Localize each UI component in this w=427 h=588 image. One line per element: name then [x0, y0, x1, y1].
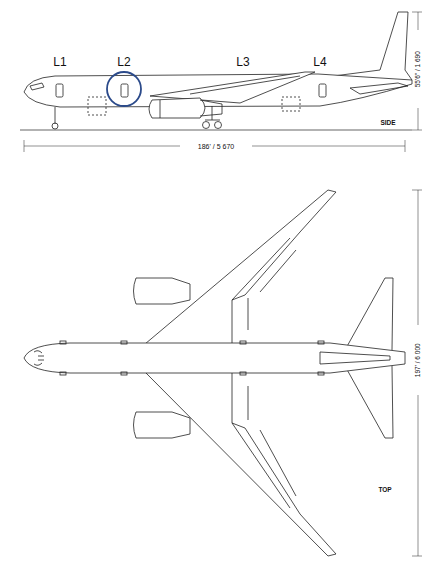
door-label: L2 [116, 56, 131, 68]
door-label: L3 [235, 56, 250, 68]
dimension-label: 55'6" / 1 690 [415, 50, 422, 88]
door-label: L4 [312, 56, 327, 68]
view-label: TOP [377, 487, 392, 494]
top-view [24, 190, 422, 556]
side-view [20, 12, 422, 152]
dimension-label: 186' / 5 670 [197, 143, 235, 150]
door-label: L1 [52, 56, 67, 68]
view-label: SIDE [379, 120, 396, 127]
dimension-label: 197' / 6 000 [415, 342, 422, 378]
